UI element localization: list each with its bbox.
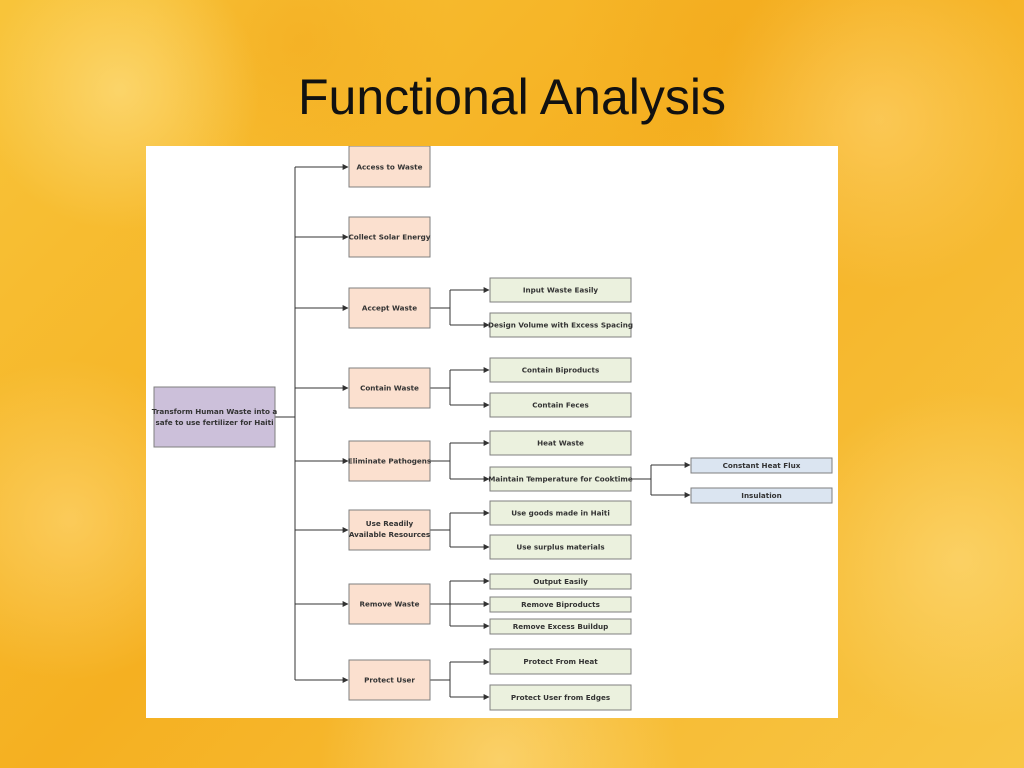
- function-use-readily-available-resources: Use Readily Available Resources: [348, 509, 431, 551]
- subfunction-remove-excess-buildup: Remove Excess Buildup: [489, 618, 632, 635]
- subfunction-label: Use goods made in Haiti: [511, 509, 610, 518]
- subfunction-label: Remove Excess Buildup: [513, 622, 609, 631]
- subfunction-box: [489, 684, 632, 711]
- function-protect-user: Protect User: [348, 659, 431, 701]
- subfunction-design-volume-with-excess-spacing: Design Volume with Excess Spacing: [488, 312, 633, 338]
- subfunction-maintain-temperature-for-cooktime: Maintain Temperature for Cooktime: [488, 466, 633, 492]
- subfunction-box: [489, 277, 632, 303]
- function-label: Collect Solar Energy: [349, 233, 431, 242]
- subfunction-box: [489, 618, 632, 635]
- subfunction-label: Contain Biproducts: [522, 366, 600, 375]
- subfunction-box: [489, 312, 632, 338]
- function-box: [348, 583, 431, 625]
- subfunction-box: [489, 392, 632, 418]
- function-box: [348, 287, 431, 329]
- subfunction-label: Design Volume with Excess Spacing: [488, 321, 633, 330]
- subfunction-box: [489, 500, 632, 526]
- function-label: Remove Waste: [359, 600, 419, 609]
- slide-title: Functional Analysis: [297, 69, 726, 125]
- subfunction-remove-biproducts: Remove Biproducts: [489, 596, 632, 613]
- leaf-constant-heat-flux: Constant Heat Flux: [690, 457, 833, 474]
- subfunction-box: [489, 596, 632, 613]
- root-node-label-line2: safe to use fertilizer for Haiti: [155, 418, 273, 427]
- function-label-line2: Available Resources: [349, 530, 430, 539]
- subfunction-box: [489, 573, 632, 590]
- leaf-label: Insulation: [741, 491, 781, 500]
- function-accept-waste: Accept Waste: [348, 287, 431, 329]
- subfunction-use-surplus-materials: Use surplus materials: [489, 534, 632, 560]
- subfunction-heat-waste: Heat Waste: [489, 430, 632, 456]
- leaf-box: [690, 487, 833, 504]
- subfunction-label: Input Waste Easily: [523, 286, 599, 295]
- root-node: Transform Human Waste into a safe to use…: [152, 386, 278, 448]
- function-label-line1: Use Readily: [366, 519, 414, 528]
- subfunction-use-goods-made-in-haiti: Use goods made in Haiti: [489, 500, 632, 526]
- diagram-canvas: Transform Human Waste into a safe to use…: [152, 145, 833, 711]
- subfunction-box: [489, 648, 632, 675]
- function-remove-waste: Remove Waste: [348, 583, 431, 625]
- subfunction-label: Contain Feces: [532, 401, 589, 410]
- function-label: Eliminate Pathogens: [348, 457, 431, 466]
- root-node-label-line1: Transform Human Waste into a: [152, 407, 278, 416]
- function-collect-solar-energy: Collect Solar Energy: [348, 216, 431, 258]
- subfunction-contain-biproducts: Contain Biproducts: [489, 357, 632, 383]
- function-label: Accept Waste: [362, 304, 417, 313]
- subfunction-box: [489, 534, 632, 560]
- leaf-insulation: Insulation: [690, 487, 833, 504]
- function-eliminate-pathogens: Eliminate Pathogens: [348, 440, 431, 482]
- function-label: Access to Waste: [356, 163, 422, 172]
- function-box: [348, 440, 431, 482]
- function-box: [348, 367, 431, 409]
- function-contain-waste: Contain Waste: [348, 367, 431, 409]
- subfunction-label: Maintain Temperature for Cooktime: [488, 475, 633, 484]
- subfunction-output-easily: Output Easily: [489, 573, 632, 590]
- subfunction-label: Protect From Heat: [523, 657, 598, 666]
- function-box: [348, 509, 431, 551]
- leaf-box: [690, 457, 833, 474]
- subfunction-box: [489, 357, 632, 383]
- function-box: [348, 659, 431, 701]
- subfunction-label: Protect User from Edges: [511, 693, 610, 702]
- subfunction-label: Output Easily: [533, 577, 588, 586]
- subfunction-protect-from-heat: Protect From Heat: [489, 648, 632, 675]
- root-node-box: [153, 386, 276, 448]
- subfunction-box: [489, 466, 632, 492]
- subfunction-label: Use surplus materials: [516, 543, 604, 552]
- function-label: Contain Waste: [360, 384, 419, 393]
- connector-lines: [275, 164, 691, 700]
- leaf-label: Constant Heat Flux: [723, 461, 801, 470]
- subfunction-box: [489, 430, 632, 456]
- subfunction-protect-user-from-edges: Protect User from Edges: [489, 684, 632, 711]
- function-label: Protect User: [364, 676, 415, 685]
- subfunction-input-waste-easily: Input Waste Easily: [489, 277, 632, 303]
- function-access-to-waste: Access to Waste: [348, 145, 431, 188]
- function-box: [348, 145, 431, 188]
- function-box: [348, 216, 431, 258]
- functional-analysis-diagram: Transform Human Waste into a safe to use…: [146, 145, 838, 718]
- subfunction-label: Heat Waste: [537, 439, 584, 448]
- subfunction-label: Remove Biproducts: [521, 600, 600, 609]
- subfunction-contain-feces: Contain Feces: [489, 392, 632, 418]
